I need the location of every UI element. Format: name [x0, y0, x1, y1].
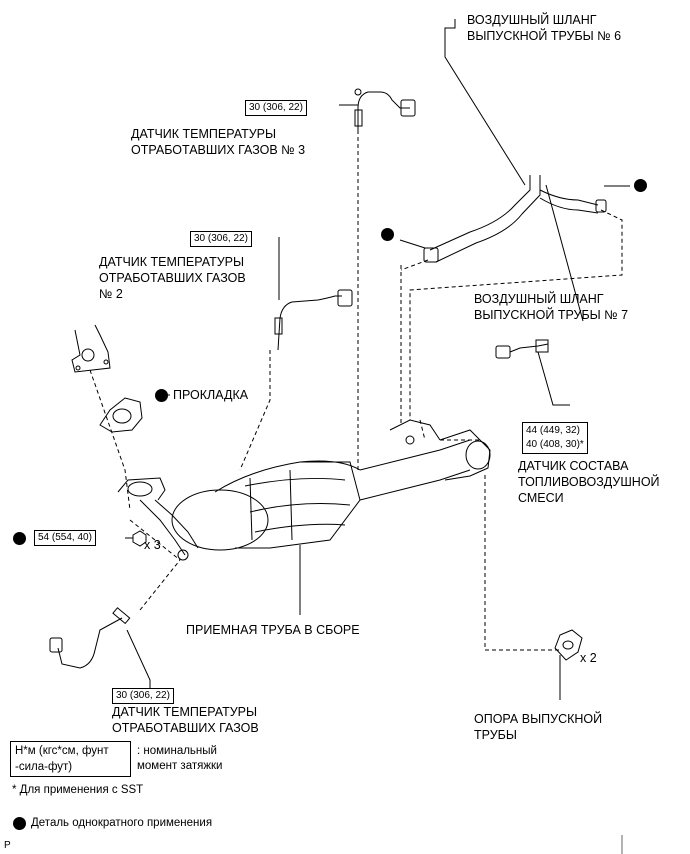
legend-unit-line1: Н*м (кгс*см, фунт — [15, 745, 109, 757]
torque-af-sensor-line1: 44 (449, 32) — [526, 425, 580, 436]
torque-sensor-3: 30 (306, 22) — [245, 100, 307, 116]
sensor-3-part — [354, 88, 416, 130]
single-use-marker — [381, 228, 394, 241]
manifold-flange — [71, 324, 111, 373]
legend-single-use-text: Деталь однократного применения — [31, 817, 213, 829]
af-sensor-label-line3: СМЕСИ — [518, 491, 564, 505]
support-quantity: x 2 — [580, 651, 597, 665]
hose-7-label: ВОЗДУШНЫЙ ШЛАНГ ВЫПУСКНОЙ ТРУБЫ № 7 — [474, 291, 628, 323]
torque-af-sensor-line2: 40 (408, 30)* — [526, 439, 584, 450]
corner-mark: P — [4, 840, 11, 851]
sensor-2-label-line2: ОТРАБОТАВШИХ ГАЗОВ — [99, 271, 246, 285]
sensor-2-label: ДАТЧИК ТЕМПЕРАТУРЫ ОТРАБОТАВШИХ ГАЗОВ № … — [99, 254, 246, 302]
legend-unit-desc-line2: момент затяжки — [137, 760, 223, 772]
af-sensor-label: ДАТЧИК СОСТАВА ТОПЛИВОВОЗДУШНОЙ СМЕСИ — [518, 458, 660, 506]
sensor-3-label-line1: ДАТЧИК ТЕМПЕРАТУРЫ — [131, 127, 277, 141]
legend-unit-box: Н*м (кгс*см, фунт -сила-фут) — [10, 741, 131, 777]
leader-lines — [125, 19, 630, 700]
legend-sst-note: * Для применения с SST — [12, 784, 144, 796]
sensor-3-label: ДАТЧИК ТЕМПЕРАТУРЫ ОТРАБОТАВШИХ ГАЗОВ № … — [131, 126, 305, 158]
nut-part — [132, 530, 147, 547]
single-use-marker — [155, 389, 168, 402]
gasket-part — [99, 397, 143, 433]
torque-af-sensor: 44 (449, 32) 40 (408, 30)* — [522, 422, 588, 454]
single-use-marker — [13, 532, 26, 545]
sensor-1-label-line2: ОТРАБОТАВШИХ ГАЗОВ — [112, 721, 259, 735]
sensor-1-label: ДАТЧИК ТЕМПЕРАТУРЫ ОТРАБОТАВШИХ ГАЗОВ — [112, 704, 259, 736]
af-sensor-part — [495, 339, 549, 359]
sensor-2-label-line3: № 2 — [99, 287, 123, 301]
af-sensor-label-line2: ТОПЛИВОВОЗДУШНОЙ — [518, 475, 660, 489]
af-sensor-label-line1: ДАТЧИК СОСТАВА — [518, 459, 629, 473]
hose-7-label-line1: ВОЗДУШНЫЙ ШЛАНГ — [474, 292, 604, 306]
support-label-line2: ТРУБЫ — [474, 728, 517, 742]
hose-6-label: ВОЗДУШНЫЙ ШЛАНГ ВЫПУСКНОЙ ТРУБЫ № 6 — [467, 12, 621, 44]
legend-unit-description: : номинальный момент затяжки — [137, 744, 222, 774]
pipe-label: ПРИЕМНАЯ ТРУБА В СБОРЕ — [186, 623, 360, 637]
torque-nut: 54 (554, 40) — [34, 530, 96, 546]
support-label: ОПОРА ВЫПУСКНОЙ ТРУБЫ — [474, 711, 602, 743]
sensor-3-label-line2: ОТРАБОТАВШИХ ГАЗОВ № 3 — [131, 143, 306, 157]
legend-unit-desc-line1: : номинальный — [137, 745, 217, 757]
alignment-lines — [89, 130, 623, 651]
support-part — [554, 629, 583, 661]
hose-6-label-line2: ВЫПУСКНОЙ ТРУБЫ № 6 — [467, 29, 622, 43]
torque-sensor-1: 30 (306, 22) — [112, 688, 174, 704]
sensor-1-part — [49, 607, 131, 669]
sensor-1-label-line1: ДАТЧИК ТЕМПЕРАТУРЫ — [112, 705, 258, 719]
air-hoses — [423, 175, 607, 263]
nut-quantity: x 3 — [144, 538, 161, 552]
hose-6-label-line1: ВОЗДУШНЫЙ ШЛАНГ — [467, 13, 597, 27]
legend-single-use-dot — [13, 817, 26, 830]
legend-unit-line2: -сила-фут) — [15, 761, 73, 773]
torque-sensor-2: 30 (306, 22) — [190, 231, 252, 247]
gasket-label: ПРОКЛАДКА — [173, 388, 249, 402]
pipe-assembly — [117, 419, 491, 561]
sensor-2-part — [274, 289, 353, 351]
hose-7-label-line2: ВЫПУСКНОЙ ТРУБЫ № 7 — [474, 308, 629, 322]
single-use-marker — [634, 179, 647, 192]
sensor-2-label-line1: ДАТЧИК ТЕМПЕРАТУРЫ — [99, 255, 245, 269]
support-label-line1: ОПОРА ВЫПУСКНОЙ — [474, 712, 603, 726]
